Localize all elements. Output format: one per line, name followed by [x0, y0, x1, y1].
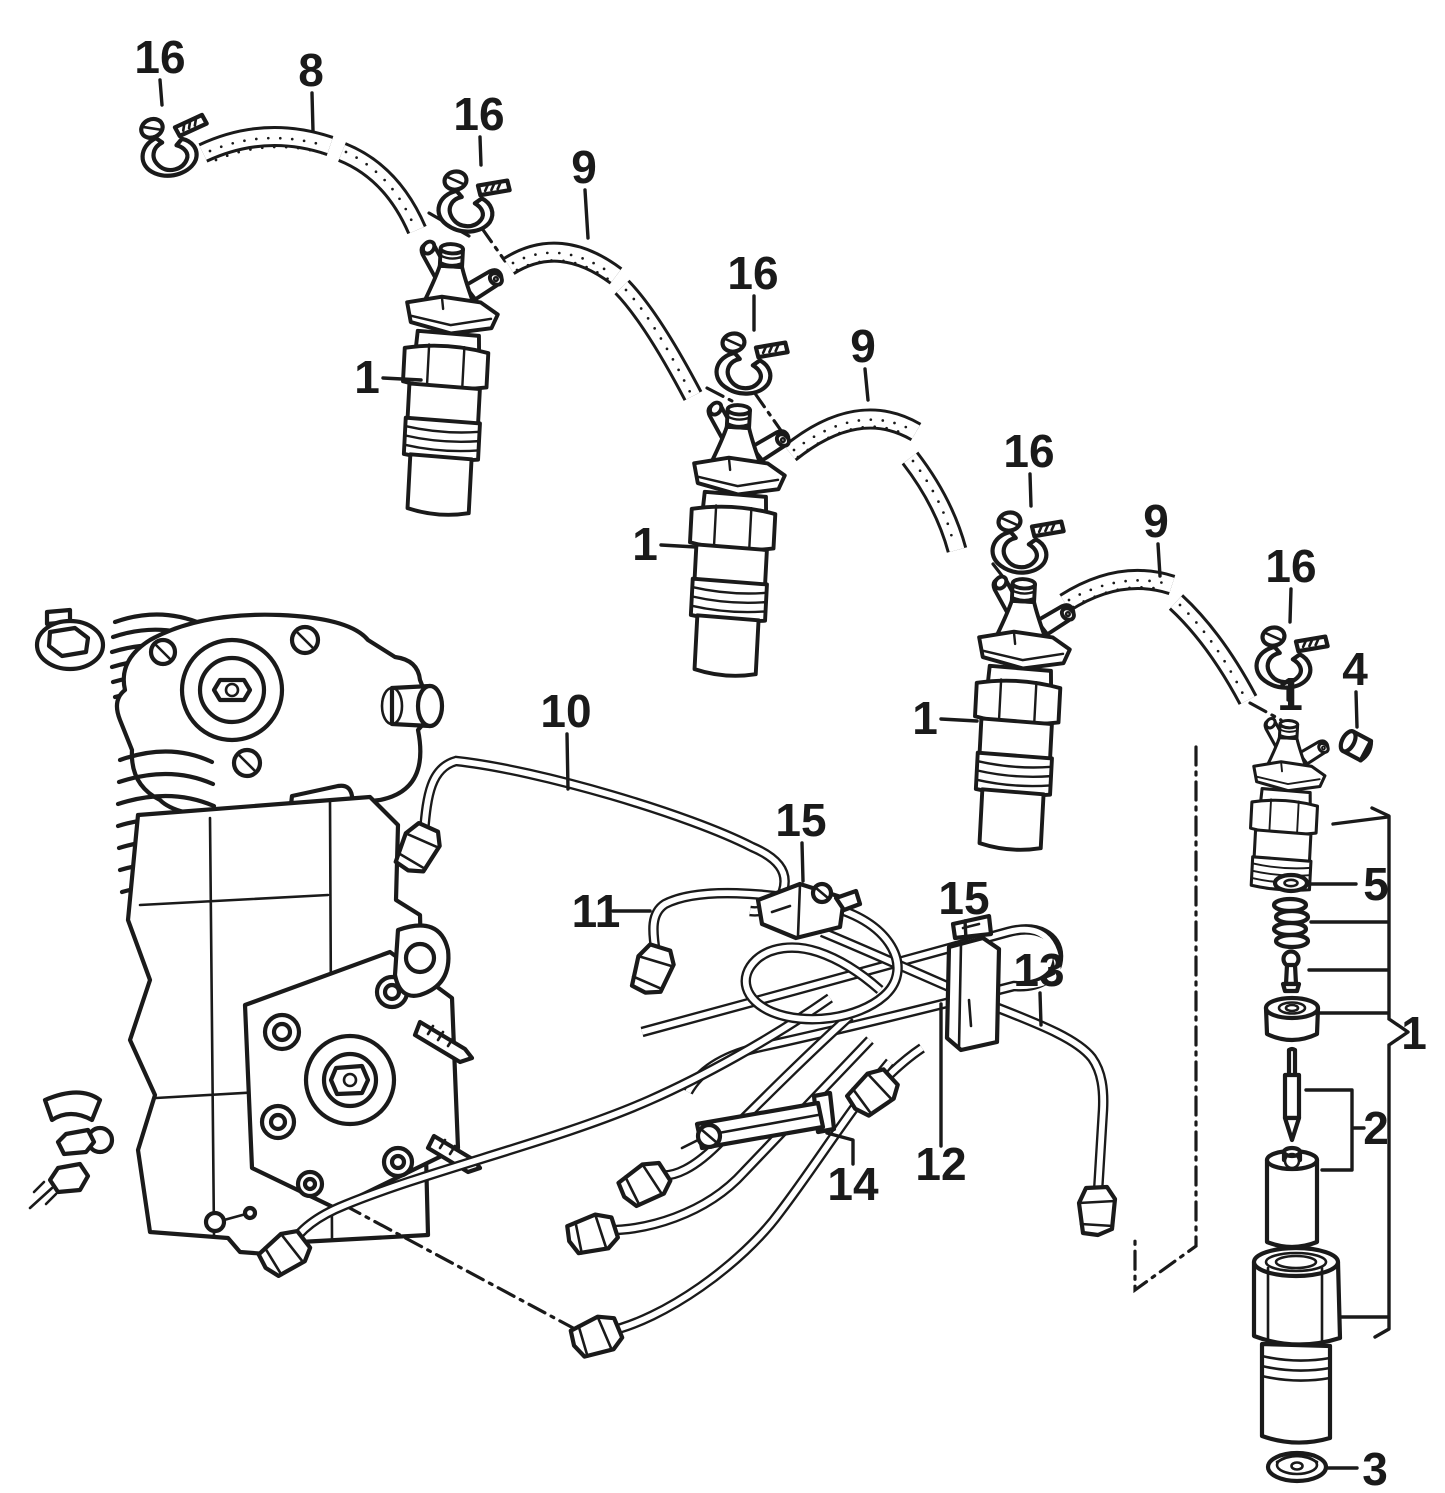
part-label-16-4: 16	[727, 247, 778, 299]
part-label-9-5: 9	[850, 320, 876, 372]
fuel-hose-9-first	[503, 241, 703, 401]
nozzle-body-2	[1264, 1145, 1320, 1250]
part-label-13-18: 13	[1013, 944, 1064, 996]
part-label-15-17: 15	[938, 872, 989, 924]
part-label-4-11: 4	[1342, 643, 1368, 695]
part-label-16-10: 16	[1265, 540, 1316, 592]
pipe-clamp-14	[680, 1090, 837, 1151]
part-label-1-13: 1	[1277, 668, 1303, 720]
pipe-bracket-15-b	[944, 913, 1002, 1053]
part-label-1-6: 1	[354, 351, 380, 403]
fuel-hose-9-second	[783, 408, 968, 553]
part-label-2-23: 2	[1363, 1102, 1389, 1154]
fuel-hose-8	[198, 126, 427, 235]
bracket-part-2	[1304, 1088, 1366, 1172]
injector-4-exploded-top	[1245, 714, 1333, 894]
part-label-10-14: 10	[540, 685, 591, 737]
part-label-12-19: 12	[915, 1138, 966, 1190]
part-label-1-7: 1	[632, 518, 658, 570]
washer-5	[1272, 872, 1310, 894]
part-label-14-20: 14	[827, 1158, 879, 1210]
pipe-bracket-15-a	[755, 881, 863, 941]
part-label-5-21: 5	[1363, 858, 1389, 910]
assembly-reference-lines	[342, 211, 1290, 1331]
hose-clamp-16-b	[434, 166, 512, 238]
seal-washer-3	[1265, 1450, 1329, 1484]
pressure-pin	[1280, 949, 1302, 994]
part-label-11-16: 11	[572, 885, 621, 937]
nozzle-retaining-nut	[1251, 1245, 1343, 1445]
injection-pump	[28, 607, 483, 1258]
bracket-part-1	[1307, 806, 1410, 1339]
part-label-16-2: 16	[453, 88, 504, 140]
part-label-15-15: 15	[775, 794, 826, 846]
cap-4	[1338, 729, 1374, 763]
fuel-hose-9-third	[1059, 569, 1258, 705]
part-label-1-22: 1	[1401, 1007, 1427, 1059]
hose-clamp-16-d	[988, 507, 1066, 579]
injector-2	[684, 397, 796, 680]
callout-leader-lines	[158, 78, 1359, 1470]
part-label-8-1: 8	[298, 44, 324, 96]
part-label-16-8: 16	[1003, 425, 1054, 477]
injector-1	[397, 236, 509, 519]
part-label-9-3: 9	[571, 141, 597, 193]
heat-shield	[1263, 995, 1321, 1043]
part-label-3-24: 3	[1362, 1443, 1388, 1493]
part-label-16-0: 16	[134, 31, 185, 83]
spring-stack	[1271, 896, 1311, 950]
exploded-injector-stack	[1251, 729, 1410, 1484]
part-label-1-12: 1	[912, 692, 938, 744]
injector-3	[969, 571, 1081, 854]
hose-clamp-16-c	[712, 328, 790, 400]
part-label-9-9: 9	[1143, 495, 1169, 547]
nozzle-needle-2	[1282, 1046, 1302, 1143]
